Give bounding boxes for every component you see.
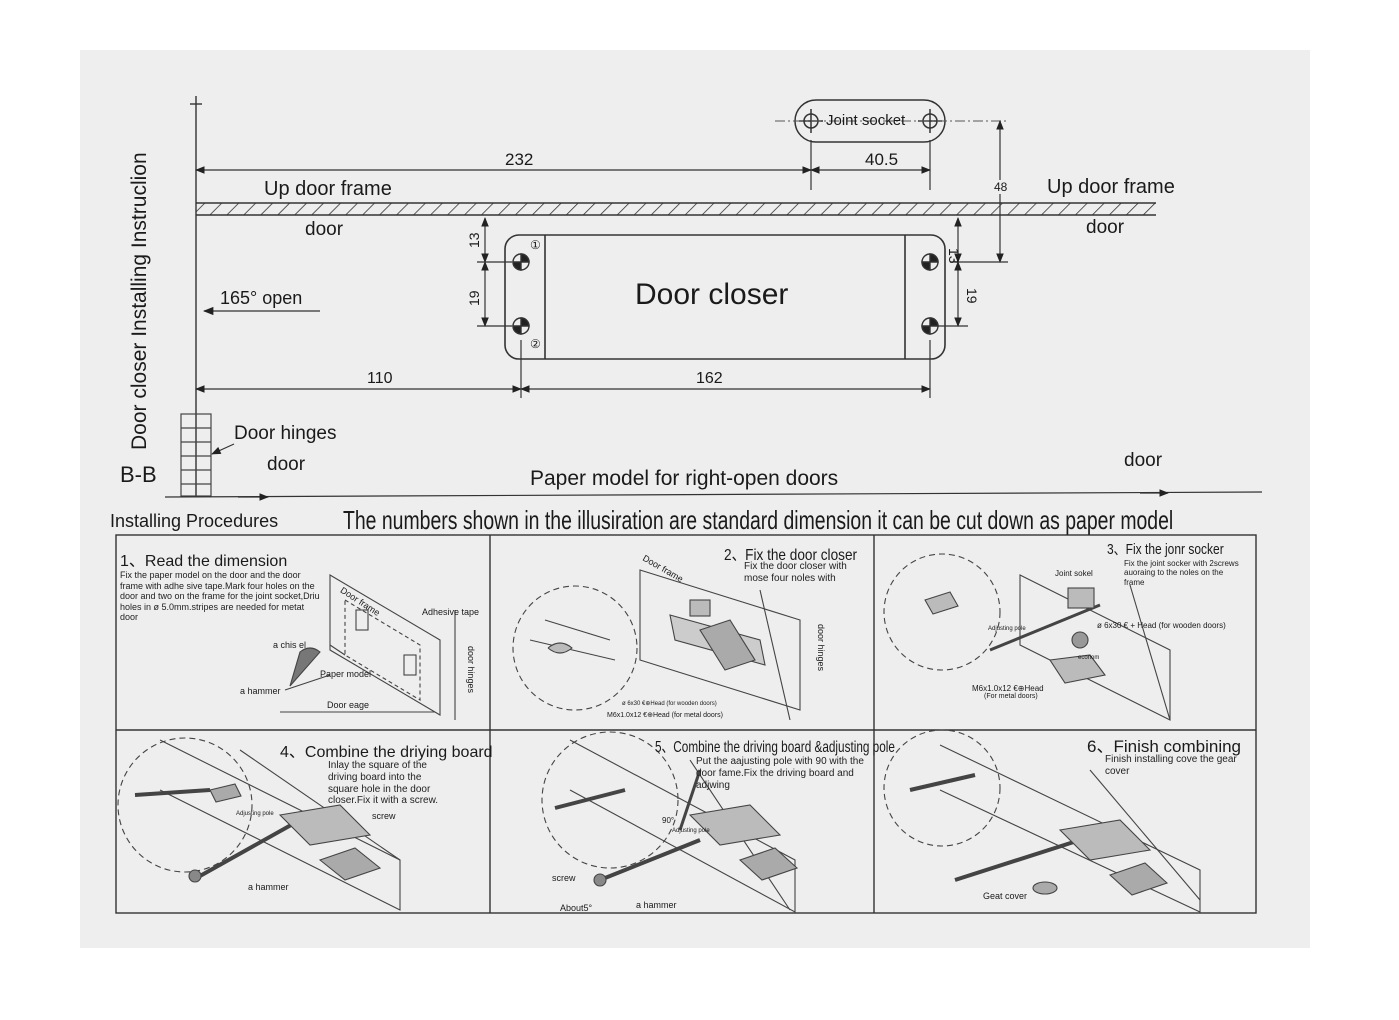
step-4-label-screw: screw <box>372 811 396 821</box>
door-right-top: door <box>1086 217 1125 238</box>
step-3-illustration <box>883 553 1171 721</box>
step-6-title: 6、Finish combining <box>1087 737 1242 756</box>
hole-marker-1: ① <box>530 238 541 252</box>
up-door-frame-right: Up door frame <box>1047 176 1175 198</box>
step-1-label-hammer: a hammer <box>240 686 281 696</box>
door-left-top: door <box>305 219 344 240</box>
step-2-illustration <box>512 569 801 721</box>
up-door-frame-left: Up door frame <box>264 178 392 200</box>
step-3-text: Fix the joint socker with 2screws auorai… <box>1124 559 1239 587</box>
mounting-holes <box>512 253 939 335</box>
step-2-label-wood-screw: ø 6x30 €⊕Head (for wooden doors) <box>622 701 717 707</box>
hinge-block <box>180 413 212 497</box>
door-closer-label: Door closer <box>635 278 789 311</box>
dimension-lines-side <box>477 217 968 327</box>
step-5-label-about5: About5° <box>560 903 593 913</box>
step-1-label-adhesive-tape: Adhesive tape <box>422 607 480 617</box>
step-6-illustration <box>883 729 1201 913</box>
step-1-title: 1、Read the dimension <box>120 553 288 570</box>
step-2-title: 2、Fix the door closer <box>724 547 858 564</box>
step-4-title: 4、Combine the driying board <box>280 744 493 761</box>
step-3-label-metal-screw: M6x1.0x12 €⊕Head <box>972 684 1044 693</box>
hinge-leader <box>211 443 235 455</box>
step-5-illustration <box>541 731 799 913</box>
hole-marker-2: ② <box>530 337 541 351</box>
step-3-label-joint-sokel: Joint sokel <box>1055 569 1093 578</box>
dimension-banner: The numbers shown in the illusiration ar… <box>343 505 1174 535</box>
door-closer-body <box>504 234 946 360</box>
dimension-232: 232 <box>505 150 534 169</box>
section-label: B-B <box>120 462 157 487</box>
open-165-label: 165° open <box>220 288 303 308</box>
step-5-title: 5、Combine the driving board &adjusting p… <box>655 739 895 756</box>
step-3-label-metal-doors: (For metal doors) <box>984 693 1038 700</box>
step-3-label-econom: econom <box>1078 655 1100 661</box>
step-3-label-adjusting-pole: Adjusting pole <box>988 626 1026 632</box>
dimension-lines-bottom <box>195 340 931 398</box>
dimension-13-right: 13 <box>946 248 962 264</box>
step-4-label-hammer: a hammer <box>248 882 289 892</box>
step-5-label-hammer: a hammer <box>636 900 677 910</box>
dimension-19-left: 19 <box>466 290 482 306</box>
step-4-illustration <box>117 737 401 911</box>
joint-socket-label: Joint socket <box>826 112 906 129</box>
step-2-label-door-hinges: door hinges <box>816 624 826 672</box>
procedures-grid <box>115 534 1257 914</box>
step-2-label-metal-screw: M6x1.0x12 €⊕Head (for metal doors) <box>607 712 723 719</box>
step-6-label-gear-cover: Geat cover <box>983 891 1028 901</box>
door-hinges-label: Door hinges <box>234 423 337 444</box>
step-2-text: Fix the door closer with mose four noles… <box>744 561 847 584</box>
door-frame-hatch <box>196 202 1156 216</box>
paper-sheet <box>80 50 1310 948</box>
step-1-label-door-edge: Door eage <box>327 700 370 710</box>
dimension-13-left: 13 <box>466 232 482 248</box>
step-5-text: Put the aajusting pole with 90 with the … <box>696 756 864 791</box>
step-5-label-adjusting-pole: Adjusting pole <box>672 828 710 834</box>
dimension-162: 162 <box>696 370 723 387</box>
step-4-label-adjusting-pole: Adjusting pole <box>236 811 274 817</box>
step-1-text: Fix the paper model on the door and the … <box>120 570 320 623</box>
step-1-illustration <box>280 574 456 720</box>
step-1-label-chisel: a chis el <box>273 640 307 650</box>
paper-model-label: Paper model for right-open doors <box>530 467 839 490</box>
installing-procedures-heading: Installing Procedures <box>110 511 279 531</box>
step-5-label-screw: screw <box>552 873 576 883</box>
step-1-label-paper-model: Paper model <box>320 669 372 679</box>
step-3-label-wood-screw: ø 6x30 € + Head (for wooden doors) <box>1097 621 1226 630</box>
dimension-110: 110 <box>367 370 393 387</box>
door-right-bottom: door <box>1124 450 1163 471</box>
step-6-text: Finish installing cove the gear cover <box>1105 754 1237 777</box>
dimension-40-5: 40.5 <box>865 150 899 169</box>
dimension-19-right: 19 <box>964 288 980 304</box>
step-5-label-90: 90° <box>662 816 675 825</box>
step-3-title: 3、Fix the jonr socker <box>1107 541 1224 558</box>
dimension-48: 48 <box>994 180 1008 194</box>
vertical-title: Door closer Installing Instruclion <box>128 152 151 450</box>
door-left-bottom: door <box>267 454 306 475</box>
step-4-text: Inlay the square of the driving board in… <box>328 760 439 807</box>
section-cut-line <box>164 489 1263 501</box>
step-1-label-door-hinges: door hinges <box>466 646 476 694</box>
